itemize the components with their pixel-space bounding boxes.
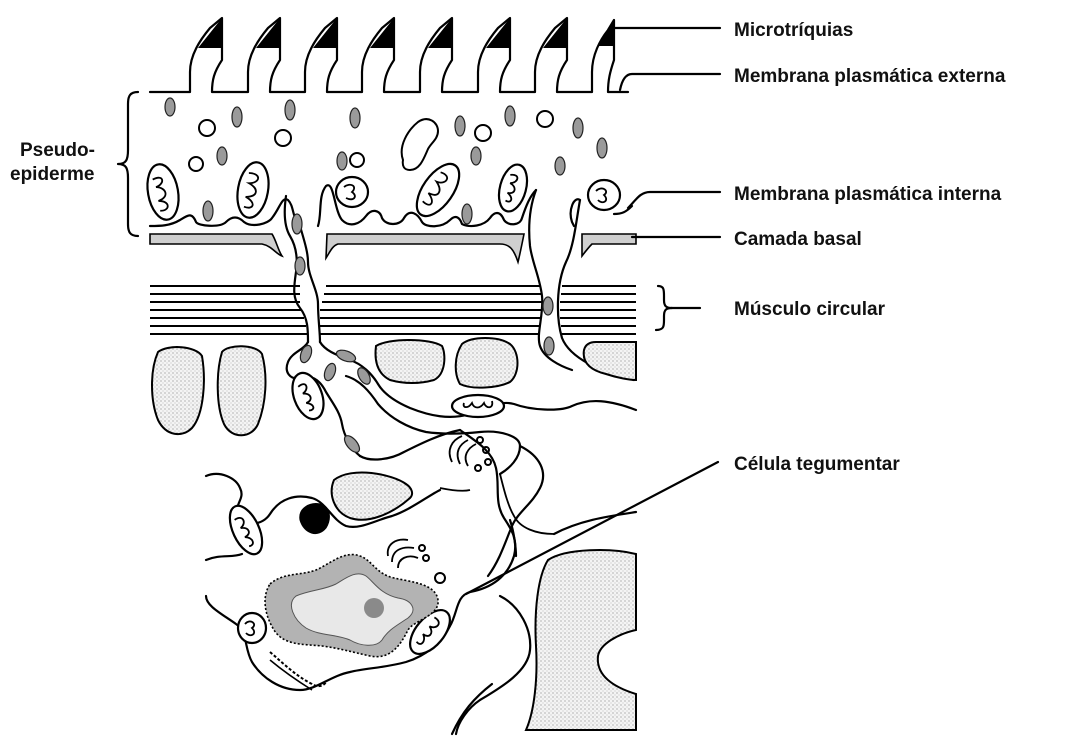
inner-membrane — [150, 185, 632, 226]
microtriches — [150, 18, 628, 92]
label-camada-basal: Camada basal — [734, 229, 862, 250]
syncytium-mitochondria — [143, 157, 620, 223]
longitudinal-muscle — [152, 338, 636, 730]
label-pseudo-epiderme-2: epiderme — [10, 164, 94, 185]
label-microtriquias: Microtríquias — [734, 20, 853, 41]
tegumental-cell — [206, 430, 515, 690]
label-pseudo-epiderme-1: Pseudo- — [20, 140, 95, 161]
label-musculo-circular: Músculo circular — [734, 299, 886, 320]
syncytium-organelles — [165, 98, 607, 224]
pseudo-epiderme-bracket — [118, 92, 138, 236]
label-celula-tegumentar: Célula tegumentar — [734, 454, 900, 475]
label-membrana-interna: Membrana plasmática interna — [734, 184, 1002, 205]
circular-muscle — [150, 286, 636, 334]
label-membrana-externa: Membrana plasmática externa — [734, 66, 1006, 87]
basal-layer — [150, 234, 636, 262]
